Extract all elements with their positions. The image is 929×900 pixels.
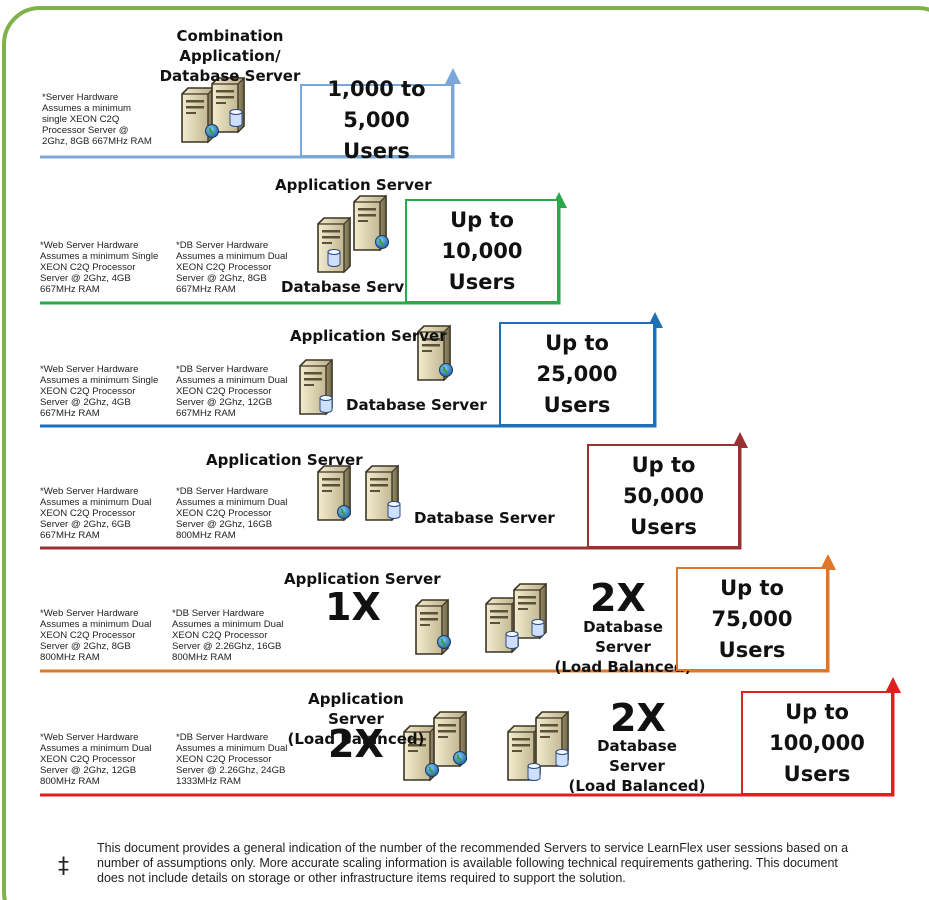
- tier3-users-box: Up to 25,000 Users: [499, 322, 655, 426]
- tier5-app-label: Application Server: [284, 570, 441, 588]
- globe-icon: [452, 750, 468, 766]
- outer-border: [2, 6, 929, 900]
- globe-icon: [436, 634, 452, 650]
- globe-icon: [204, 123, 220, 139]
- globe-icon: [438, 362, 454, 378]
- tier6-db-multiplier: 2X: [610, 696, 666, 740]
- tier6-db-label: Database Server (Load Balanced): [568, 737, 706, 795]
- tier5-up-arrow-icon: [820, 554, 836, 570]
- database-icon: [229, 109, 243, 127]
- footnote-dagger-symbol: ‡: [58, 854, 69, 879]
- database-icon: [387, 501, 401, 519]
- globe-icon: [336, 504, 352, 520]
- tier6-app-label: Application Server (Load Balanced): [287, 690, 425, 748]
- tier2-db-note: *DB Server Hardware Assumes a minimum Du…: [176, 240, 288, 295]
- database-icon: [527, 763, 541, 781]
- tier3-db-note: *DB Server Hardware Assumes a minimum Du…: [176, 364, 288, 419]
- tier6-db-note: *DB Server Hardware Assumes a minimum Du…: [176, 732, 288, 787]
- tier5-db-label: Database Server (Load Balanced): [554, 618, 692, 676]
- tier1-step-line: [40, 82, 455, 159]
- footnote-text: This document provides a general indicat…: [97, 841, 849, 885]
- tier4-users-box: Up to 50,000 Users: [587, 444, 740, 548]
- tier4-db-label: Database Server: [414, 509, 555, 527]
- tier3-step-line: [40, 326, 657, 428]
- tier2-app-label: Application Server: [275, 176, 432, 194]
- tier1-title: Combination Application/ Database Server: [159, 27, 301, 85]
- tier1-users-box: 1,000 to 5,000 Users: [300, 77, 453, 163]
- tier6-users-box: Up to 100,000 Users: [741, 691, 893, 795]
- tier4-web-note: *Web Server Hardware Assumes a minimum D…: [40, 486, 152, 541]
- tier5-step-line: [40, 568, 830, 673]
- database-icon: [319, 395, 333, 413]
- tier5-web-note: *Web Server Hardware Assumes a minimum D…: [40, 608, 152, 663]
- tier2-web-note: *Web Server Hardware Assumes a minimum S…: [40, 240, 159, 295]
- tier1-up-arrow-icon: [445, 68, 461, 84]
- tier1-hardware-note: *Server Hardware Assumes a minimum singl…: [42, 92, 152, 147]
- tier4-db-note: *DB Server Hardware Assumes a minimum Du…: [176, 486, 288, 541]
- tier2-db-label: Database Server: [281, 278, 422, 296]
- tier3-app-label: Application Server: [290, 327, 447, 345]
- tier3-db-label: Database Server: [346, 396, 487, 414]
- tier5-app-multiplier: 1X: [325, 585, 381, 629]
- tier6-step-line: [40, 691, 895, 797]
- globe-icon: [424, 762, 440, 778]
- tier6-up-arrow-icon: [885, 677, 901, 693]
- tier4-step-line: [40, 446, 742, 550]
- tier2-step-line: [40, 206, 561, 305]
- tier5-users-box: Up to 75,000 Users: [676, 567, 828, 671]
- tier6-web-note: *Web Server Hardware Assumes a minimum D…: [40, 732, 152, 787]
- database-icon: [505, 631, 519, 649]
- globe-icon: [374, 234, 390, 250]
- tier6-app-multiplier: 2X: [328, 722, 384, 766]
- tier5-db-multiplier: 2X: [590, 576, 646, 620]
- database-icon: [327, 249, 341, 267]
- tier4-app-label: Application Server: [206, 451, 363, 469]
- database-icon: [531, 619, 545, 637]
- tier5-db-note: *DB Server Hardware Assumes a minimum Du…: [172, 608, 284, 663]
- tier2-users-box: Up to 10,000 Users: [405, 199, 559, 303]
- tier3-web-note: *Web Server Hardware Assumes a minimum S…: [40, 364, 159, 419]
